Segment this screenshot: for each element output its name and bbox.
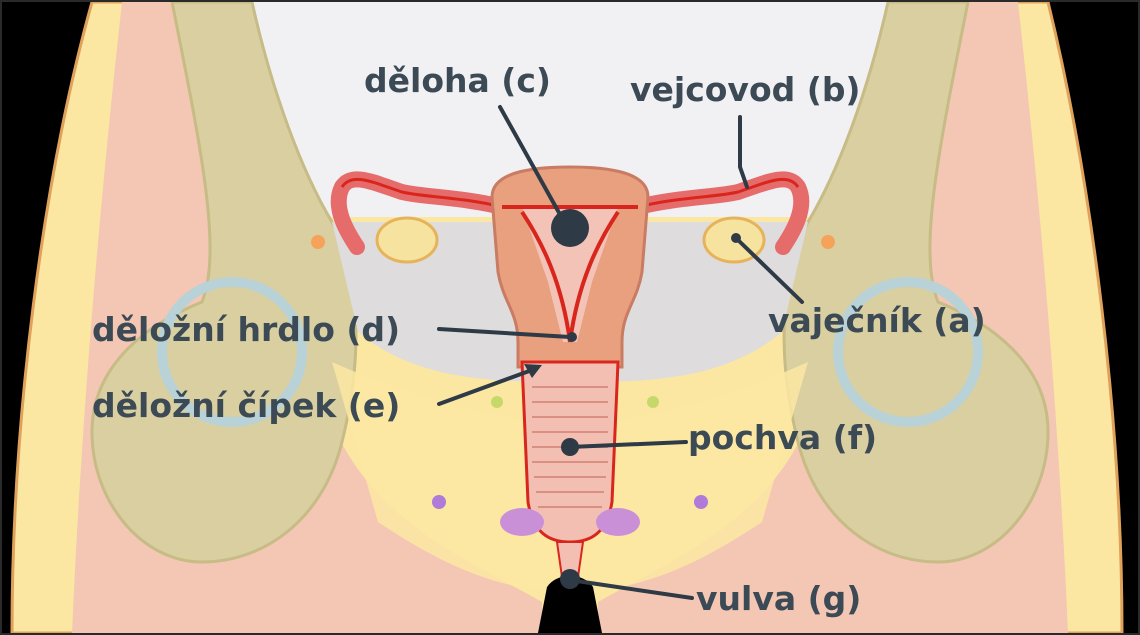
gland-right bbox=[596, 508, 640, 536]
label-uterus: děloha (c) bbox=[364, 61, 551, 100]
gland-left bbox=[500, 508, 544, 536]
node-right-2 bbox=[694, 495, 708, 509]
node-left-2 bbox=[432, 495, 446, 509]
node-right-1 bbox=[647, 396, 659, 408]
marker-vagina bbox=[561, 438, 579, 456]
marker-uterus bbox=[551, 209, 589, 247]
label-vagina: pochva (f) bbox=[688, 418, 877, 457]
node-right-3 bbox=[821, 235, 835, 249]
ovary-left bbox=[377, 218, 437, 262]
node-left-3 bbox=[311, 235, 325, 249]
marker-cervix bbox=[567, 332, 577, 342]
label-ovary: vaječník (a) bbox=[768, 301, 986, 340]
marker-vulva bbox=[560, 569, 580, 589]
label-cervix-tip: děložní čípek (e) bbox=[92, 386, 400, 425]
node-left-1 bbox=[491, 396, 503, 408]
marker-ovary bbox=[731, 233, 741, 243]
label-cervix: děložní hrdlo (d) bbox=[92, 310, 400, 349]
label-fallopian-tube: vejcovod (b) bbox=[630, 70, 861, 109]
label-vulva: vulva (g) bbox=[696, 579, 861, 618]
